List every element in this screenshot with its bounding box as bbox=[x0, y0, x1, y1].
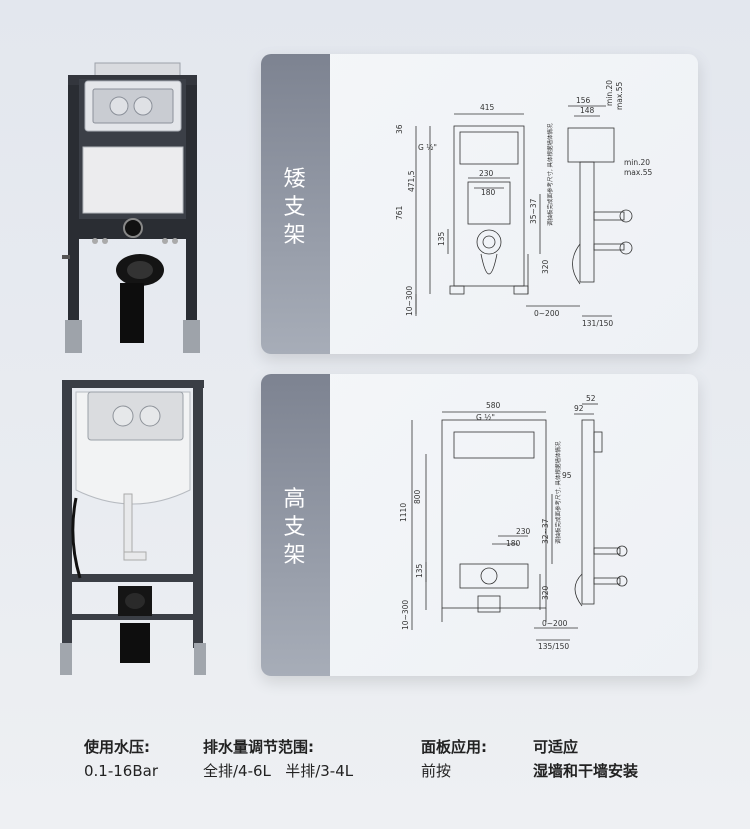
high-frame-photo bbox=[58, 378, 208, 683]
dim-230-high: 230 bbox=[516, 527, 531, 536]
low-frame-photo bbox=[55, 55, 215, 355]
dim-g-half: G ½" bbox=[418, 143, 437, 152]
dim-max55-top: max.55 bbox=[615, 82, 624, 110]
dim-95: 95 bbox=[562, 471, 572, 480]
spec-panel: 面板应用: 前按 bbox=[421, 735, 487, 783]
dim-min20-top: min.20 bbox=[605, 80, 614, 106]
high-frame-tab bbox=[261, 374, 330, 676]
dim-148: 148 bbox=[580, 106, 595, 115]
dim-135-high: 135 bbox=[415, 563, 424, 578]
dim-max55-side: max.55 bbox=[624, 168, 652, 177]
spec-water-pressure-value: 0.1-16Bar bbox=[84, 762, 159, 780]
spec-water-pressure: 使用水压: 0.1-16Bar bbox=[84, 735, 158, 783]
dim-92: 92 bbox=[574, 404, 584, 413]
dim-35-37: 35~37 bbox=[529, 198, 538, 224]
spec-flush-volume-value: 全排/4-6L 半排/3-4L bbox=[203, 762, 354, 780]
dim-320-high: 320 bbox=[541, 585, 550, 600]
dim-0-200-high: 0~200 bbox=[542, 619, 568, 628]
dim-52: 52 bbox=[586, 394, 596, 403]
dim-180: 180 bbox=[481, 188, 496, 197]
dim-230: 230 bbox=[479, 169, 494, 178]
high-frame-drawing: 580 52 92 G ½" 1110 800 95 230 180 32~37… bbox=[399, 394, 628, 651]
spec-flush-volume: 排水量调节范围: 全排/4-6L 半排/3-4L bbox=[203, 735, 353, 783]
dim-320: 320 bbox=[541, 259, 550, 274]
low-frame-illustration bbox=[62, 62, 200, 353]
dim-32-37: 32~37 bbox=[541, 518, 550, 544]
dim-g-half-high: G ½" bbox=[476, 413, 495, 422]
low-frame-label: 矮支架 bbox=[261, 166, 330, 250]
spec-panel-key: 面板应用: bbox=[421, 738, 487, 756]
dim-800: 800 bbox=[413, 489, 422, 504]
spec-flush-volume-key: 排水量调节范围: bbox=[203, 738, 314, 756]
dim-761: 761 bbox=[395, 205, 404, 220]
dim-580: 580 bbox=[486, 401, 501, 410]
dim-0-200: 0~200 bbox=[534, 309, 560, 318]
dim-135: 135 bbox=[437, 231, 446, 246]
low-frame-drawing: 415 156 148 min.20 max.55 min.20 max.55 … bbox=[395, 80, 652, 328]
low-frame-tab bbox=[261, 54, 330, 354]
low-frame-card: 矮支架 bbox=[261, 54, 698, 354]
high-frame-note: 调抽板完成面参考尺寸, 具体根据墙体情况 bbox=[554, 441, 562, 544]
dim-min20-side: min.20 bbox=[624, 158, 650, 167]
dim-10-300: 10~300 bbox=[405, 286, 414, 316]
dim-36: 36 bbox=[395, 124, 404, 134]
high-frame-label-text: 高支架 bbox=[283, 487, 308, 568]
dim-135-150: 135/150 bbox=[538, 642, 569, 651]
dim-131-150: 131/150 bbox=[582, 319, 613, 328]
high-frame-card: 高支架 bbox=[261, 374, 698, 676]
spec-installation: 可适应 湿墙和干墙安装 bbox=[533, 735, 638, 783]
spec-panel-value: 前按 bbox=[421, 762, 452, 780]
dim-10-300-high: 10~300 bbox=[401, 600, 410, 630]
high-frame-label: 高支架 bbox=[261, 486, 330, 570]
dim-156: 156 bbox=[576, 96, 591, 105]
spec-row: 使用水压: 0.1-16Bar 排水量调节范围: 全排/4-6L 半排/3-4L… bbox=[0, 735, 750, 795]
dim-4715: 471,5 bbox=[407, 170, 416, 192]
dim-415: 415 bbox=[480, 103, 495, 112]
low-frame-label-text: 矮支架 bbox=[283, 167, 308, 248]
spec-water-pressure-key: 使用水压: bbox=[84, 738, 150, 756]
spec-installation-key: 可适应 bbox=[533, 738, 579, 756]
spec-installation-value: 湿墙和干墙安装 bbox=[533, 762, 639, 780]
high-frame-illustration bbox=[60, 380, 206, 675]
low-frame-note: 调抽板完成面参考尺寸, 具体根据墙体情况 bbox=[546, 123, 554, 226]
dim-180-high: 180 bbox=[506, 539, 521, 548]
dim-1110: 1110 bbox=[399, 503, 408, 522]
